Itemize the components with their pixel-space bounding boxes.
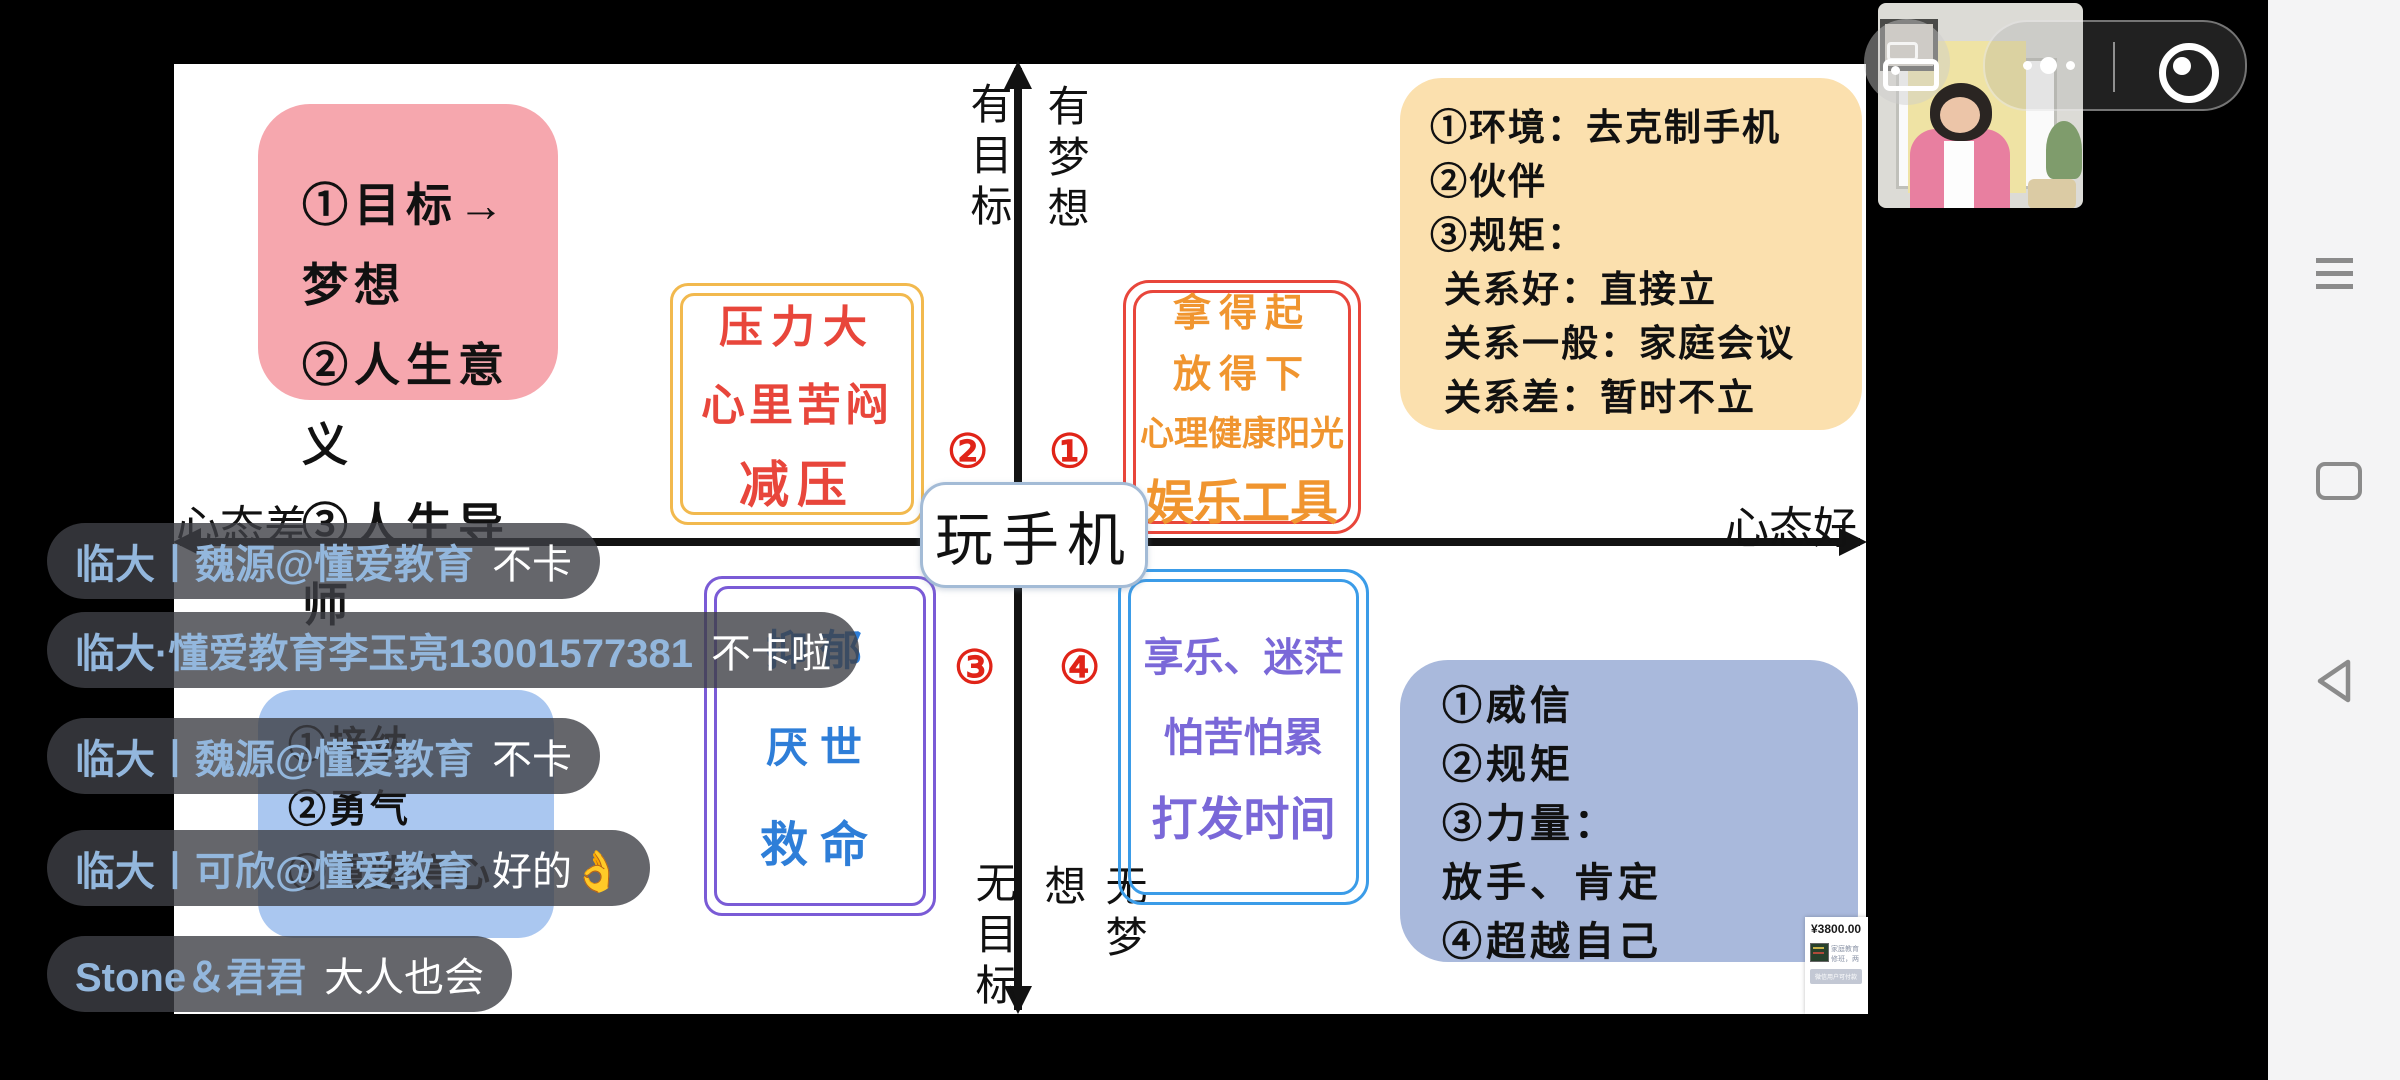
periwinkle-box-line: ④超越自己 bbox=[1442, 919, 1662, 964]
presenter-face bbox=[1940, 97, 1980, 133]
chat-sender: 临大·懂爱教育李玉亮13001577381 bbox=[75, 632, 694, 676]
product-desc: 家庭教育 bbox=[1831, 946, 1859, 953]
orange-box-line: ②伙伴 bbox=[1430, 162, 1547, 203]
orange-box-line: 关系一般：家庭会议 bbox=[1444, 324, 1795, 365]
quadrant-number-4: ④ bbox=[1059, 641, 1101, 693]
chat-sender: 临大丨魏源@懂爱教育 bbox=[75, 543, 475, 587]
product-price: ¥3800.00 bbox=[1811, 922, 1862, 936]
recorder-control-pill[interactable] bbox=[1983, 20, 2247, 111]
escapism-quadrant-frame: 享乐、迷茫 怕苦怕累 打发时间 bbox=[1118, 569, 1369, 905]
recents-button[interactable] bbox=[2316, 258, 2353, 289]
axis-label-no-goal: 无目标 bbox=[969, 861, 1015, 1014]
chat-message: 临大丨魏源@懂爱教育 不卡 bbox=[47, 718, 601, 794]
back-triangle-icon bbox=[2317, 659, 2351, 703]
healthy-quadrant-inner: 拿得起 放得下 心理健康阳光 娱乐工具 bbox=[1133, 290, 1351, 530]
purple-frame-line: 救命 bbox=[759, 819, 880, 872]
yellow-frame-line: 压力大 bbox=[719, 303, 875, 352]
goals-dreams-box: ①目标→梦想 ②人生意义 ③人生导师 bbox=[258, 104, 558, 631]
purple-frame-line: 厌世 bbox=[765, 726, 874, 772]
periwinkle-box-line: ③力量： bbox=[1442, 801, 1618, 846]
pip-dot-icon bbox=[1891, 66, 1900, 75]
center-topic-box: 玩手机 bbox=[920, 482, 1148, 588]
axis-label-good-mindset: 心态好 bbox=[1725, 504, 1857, 553]
chat-sender: 临大丨可欣@懂爱教育 bbox=[75, 850, 475, 894]
y-axis-top-arrow bbox=[1004, 61, 1032, 89]
stress-quadrant-frame: 压力大 心里苦闷 减压 bbox=[670, 283, 924, 525]
chat-text: 好的👌 bbox=[492, 850, 622, 894]
dot-icon bbox=[2040, 57, 2057, 74]
pink-box-line: ②人生意义 bbox=[302, 340, 510, 471]
lightblue-box-line: ②勇气 bbox=[288, 789, 412, 831]
navigation-bar bbox=[2268, 0, 2400, 1080]
orange-box-line: 关系好：直接立 bbox=[1444, 270, 1717, 311]
chat-text: 不卡 bbox=[492, 543, 573, 587]
chat-message: 临大·懂爱教育李玉亮13001577381 不卡啦 bbox=[47, 612, 860, 688]
orange-box-line: ③规矩： bbox=[1430, 216, 1586, 257]
red-frame-line: 心理健康阳光 bbox=[1140, 415, 1344, 453]
parent-power-box: ①威信 ②规矩 ③力量： 放手、肯定 ④超越自己 bbox=[1400, 660, 1858, 964]
periwinkle-box-line: ①威信 bbox=[1442, 683, 1574, 728]
pip-window-icon bbox=[1883, 59, 1939, 91]
chat-text: 不卡 bbox=[492, 738, 573, 782]
dot-icon bbox=[2023, 61, 2032, 70]
blue-frame-line: 怕苦怕累 bbox=[1163, 715, 1324, 760]
quadrant-number-2: ② bbox=[947, 425, 989, 477]
x-axis-right-arrow bbox=[1839, 528, 1867, 556]
floating-window-button[interactable] bbox=[1864, 19, 1950, 105]
center-topic-label: 玩手机 bbox=[934, 508, 1133, 573]
chat-text: 不卡啦 bbox=[711, 632, 832, 676]
product-pay-button[interactable]: 微信用户可付款 bbox=[1810, 969, 1862, 984]
blue-frame-line: 打发时间 bbox=[1151, 793, 1336, 845]
red-frame-line: 拿得起 bbox=[1172, 292, 1311, 335]
product-desc: 修班，两 bbox=[1831, 956, 1859, 963]
yellow-frame-line: 减压 bbox=[739, 457, 855, 513]
escapism-quadrant-inner: 享乐、迷茫 怕苦怕累 打发时间 bbox=[1128, 579, 1359, 895]
periwinkle-box-line: ②规矩 bbox=[1442, 742, 1574, 787]
orange-box-line: 关系差：暂时不立 bbox=[1444, 378, 1756, 419]
periwinkle-box-line: 放手、肯定 bbox=[1442, 860, 1662, 905]
stress-quadrant-inner: 压力大 心里苦闷 减压 bbox=[680, 293, 914, 515]
pink-box-line: ①目标→梦想 bbox=[302, 180, 510, 311]
plant bbox=[2046, 121, 2082, 179]
healthy-quadrant-frame: 拿得起 放得下 心理健康阳光 娱乐工具 bbox=[1123, 280, 1361, 534]
stool bbox=[2028, 179, 2076, 208]
axis-label-has-goal: 有目标 bbox=[964, 82, 1010, 235]
chat-message: 临大丨魏源@懂爱教育 不卡 bbox=[47, 523, 601, 599]
blue-frame-line: 享乐、迷茫 bbox=[1143, 635, 1344, 680]
home-button[interactable] bbox=[2316, 462, 2362, 500]
product-card[interactable]: ¥3800.00 家庭教育 修班，两 微信用户可付款 bbox=[1805, 917, 1868, 1014]
back-button[interactable] bbox=[2312, 657, 2356, 710]
yellow-frame-line: 心里苦闷 bbox=[701, 381, 893, 430]
product-thumbnail bbox=[1810, 943, 1829, 962]
record-ring-icon bbox=[2159, 43, 2219, 103]
dot-icon bbox=[2066, 61, 2075, 70]
presenter-shirt bbox=[1944, 141, 1974, 208]
quadrant-number-1: ① bbox=[1049, 425, 1091, 477]
presenter-video[interactable] bbox=[1878, 3, 2083, 208]
divider bbox=[2113, 42, 2115, 92]
orange-box-line: ①环境：去克制手机 bbox=[1430, 108, 1781, 149]
rules-advice-box: ①环境：去克制手机 ②伙伴 ③规矩： 关系好：直接立 关系一般：家庭会议 关系差… bbox=[1400, 78, 1862, 430]
quadrant-number-3: ③ bbox=[954, 641, 996, 693]
shared-slide: 有目标 有梦想 无目标 无梦想 心态差 心态好 ② ① ③ ④ ①目标→梦想 ②… bbox=[173, 61, 1868, 1014]
axis-label-has-dream: 有梦想 bbox=[1041, 84, 1087, 237]
record-dot-icon bbox=[2173, 57, 2191, 75]
red-frame-line: 放得下 bbox=[1172, 353, 1311, 396]
chat-message: 临大丨可欣@懂爱教育 好的👌 bbox=[47, 830, 650, 906]
red-frame-line: 娱乐工具 bbox=[1145, 476, 1338, 530]
chat-message: Stone＆君君 大人也会 bbox=[47, 936, 513, 1012]
chat-sender: Stone＆君君 bbox=[75, 956, 307, 1000]
chat-sender: 临大丨魏源@懂爱教育 bbox=[75, 738, 475, 782]
chat-text: 大人也会 bbox=[324, 956, 485, 1000]
y-axis-bottom-arrow bbox=[1004, 986, 1032, 1014]
